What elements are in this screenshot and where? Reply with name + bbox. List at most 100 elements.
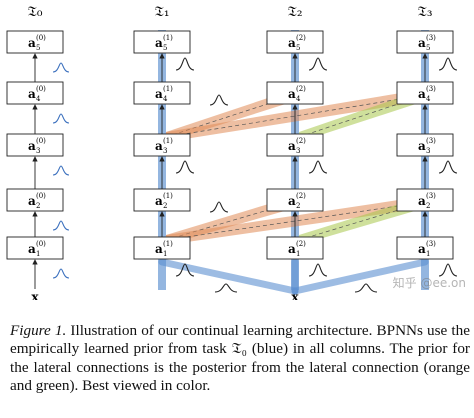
node-layer-index: 1	[426, 250, 430, 258]
node-label: a	[418, 87, 426, 101]
input-band-col3	[291, 258, 429, 295]
curve-input-right	[354, 283, 378, 293]
node-label: a	[28, 242, 36, 256]
curve-col3	[438, 57, 458, 71]
figure-label: Figure 1.	[10, 322, 67, 339]
curve-col1	[175, 263, 195, 277]
curve-col3	[438, 263, 458, 277]
column-title-2: 𝔗₂	[288, 4, 303, 20]
node-label: a	[155, 36, 163, 50]
lateral-dash-1	[165, 94, 426, 138]
node-label: a	[288, 194, 296, 208]
node-layer-index: 2	[163, 202, 167, 210]
node-task-superscript: (1)	[163, 34, 173, 42]
node-label: a	[28, 139, 36, 153]
node-layer-index: 2	[36, 202, 40, 210]
node-layer-index: 3	[426, 147, 430, 155]
watermark: 知乎 @ee.on	[392, 276, 466, 290]
node-col0-layer5	[6, 30, 64, 54]
caption-text: Illustration of our continual learning a…	[10, 322, 470, 395]
node-task-superscript: (1)	[163, 85, 173, 93]
node-label: a	[28, 36, 36, 50]
node-label: a	[28, 194, 36, 208]
node-label: a	[418, 194, 426, 208]
node-col0-layer4	[6, 81, 64, 105]
node-col0-layer1	[6, 236, 64, 260]
column-title-3: 𝔗₃	[418, 4, 433, 20]
node-task-superscript: (2)	[296, 34, 306, 42]
node-layer-index: 5	[163, 44, 167, 52]
node-label: a	[155, 194, 163, 208]
node-task-superscript: (2)	[296, 137, 306, 145]
node-label: a	[288, 242, 296, 256]
node-col1-layer3	[133, 133, 191, 157]
figure-caption: Figure 1. Illustration of our continual …	[10, 322, 470, 396]
node-layer-index: 2	[296, 202, 300, 210]
lateral-dash-5	[298, 201, 426, 241]
curve-col2	[308, 160, 328, 174]
node-col0-layer3	[6, 133, 64, 157]
node-label: a	[28, 87, 36, 101]
node-layer-index: 2	[426, 202, 430, 210]
node-layer-index: 4	[296, 95, 301, 103]
curve-lateral	[209, 201, 229, 213]
curve-blue-col0	[52, 113, 70, 124]
node-col3-layer1	[396, 236, 454, 260]
lateral-band-4	[166, 196, 425, 245]
lateral-band-1	[166, 89, 425, 142]
node-col2-layer3	[266, 133, 324, 157]
node-col0-layer2	[6, 188, 64, 212]
node-layer-index: 5	[426, 44, 430, 52]
node-task-superscript: (2)	[296, 240, 306, 248]
node-task-superscript: (1)	[163, 240, 173, 248]
node-label: a	[155, 87, 163, 101]
lateral-dash-2	[298, 94, 426, 138]
node-col2-layer5	[266, 30, 324, 54]
node-layer-index: 4	[163, 95, 168, 103]
node-col2-layer4	[266, 81, 324, 105]
lateral-band-5	[299, 196, 425, 245]
node-task-superscript: (0)	[36, 137, 46, 145]
node-layer-index: 1	[296, 250, 300, 258]
node-task-superscript: (2)	[296, 85, 306, 93]
curve-blue-col0	[52, 268, 70, 279]
node-label: a	[418, 242, 426, 256]
lateral-band-2	[299, 89, 425, 142]
node-task-superscript: (1)	[163, 137, 173, 145]
node-task-superscript: (3)	[426, 240, 436, 248]
node-label: a	[288, 36, 296, 50]
input-x-label: x	[291, 290, 299, 300]
curve-blue-col0	[52, 62, 70, 73]
node-col3-layer3	[396, 133, 454, 157]
node-col1-layer1	[133, 236, 191, 260]
node-layer-index: 5	[36, 44, 40, 52]
curve-blue-col0	[52, 220, 70, 231]
curve-col1	[175, 57, 195, 71]
feedforward-arrows	[32, 53, 428, 289]
node-task-superscript: (0)	[36, 85, 46, 93]
node-layer-index: 3	[163, 147, 167, 155]
node-label: a	[418, 139, 426, 153]
curve-input-left	[214, 283, 238, 293]
node-label: a	[288, 87, 296, 101]
curve-col2	[308, 263, 328, 277]
node-col1-layer4	[133, 81, 191, 105]
node-task-superscript: (3)	[426, 85, 436, 93]
distribution-curves	[52, 57, 458, 293]
node-task-superscript: (1)	[163, 192, 173, 200]
node-col1-layer2	[133, 188, 191, 212]
curve-col3	[438, 160, 458, 174]
curve-col1	[175, 160, 195, 174]
node-layer-index: 3	[296, 147, 300, 155]
node-layer-index: 4	[426, 95, 431, 103]
node-layer-index: 5	[296, 44, 300, 52]
column-title-1: 𝔗₁	[155, 4, 170, 20]
node-label: a	[418, 36, 426, 50]
node-task-superscript: (3)	[426, 137, 436, 145]
lateral-dash-4	[165, 201, 426, 241]
node-label: a	[155, 139, 163, 153]
input-band-col1	[158, 258, 299, 295]
node-layer-index: 1	[163, 250, 167, 258]
